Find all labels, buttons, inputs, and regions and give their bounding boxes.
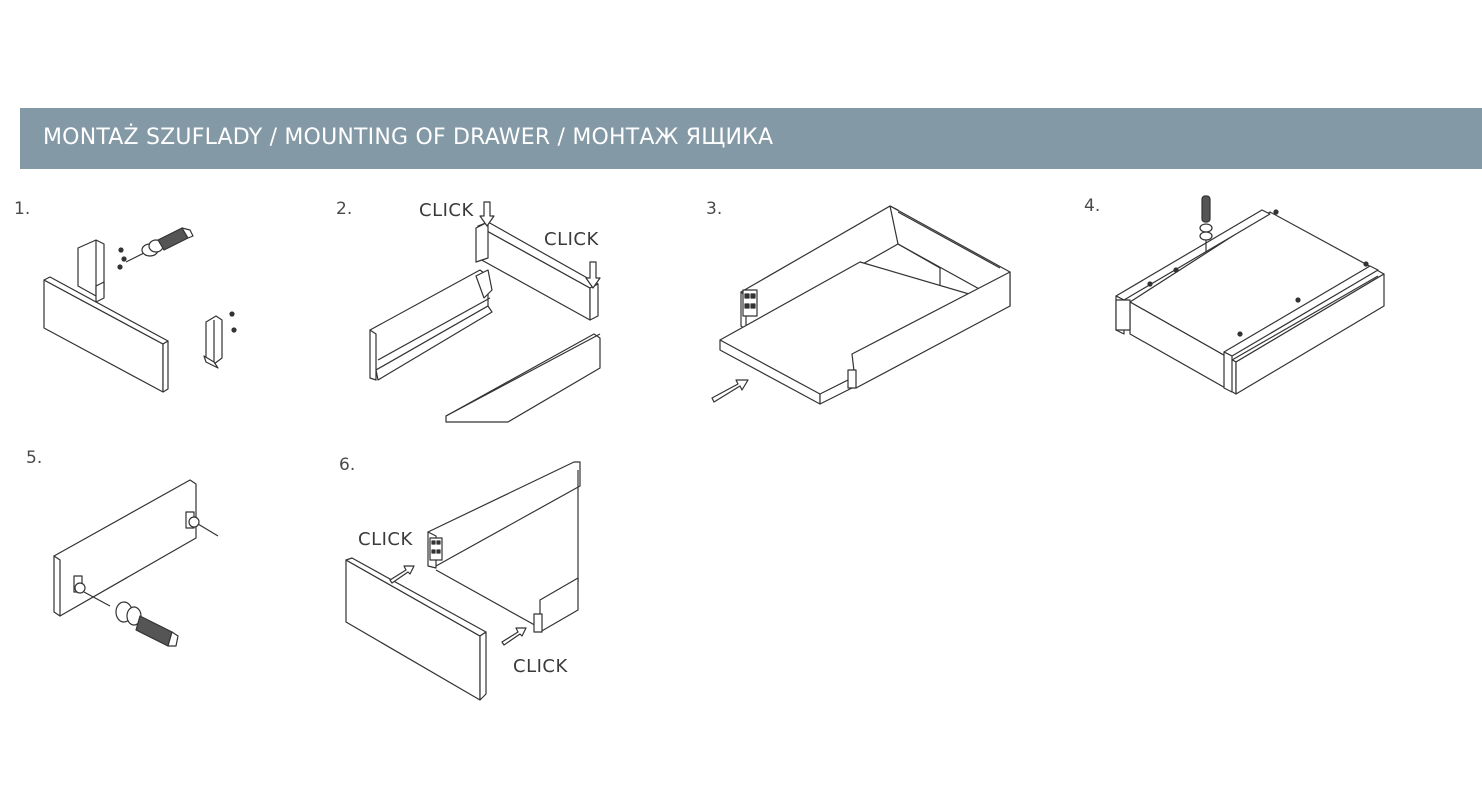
step-2-illustration	[370, 202, 600, 422]
drawer-right-side	[848, 272, 1010, 388]
step-5-number: 5.	[26, 448, 43, 468]
left-rail	[1116, 210, 1270, 334]
step-1-number: 1.	[14, 199, 31, 219]
screw-dots	[1148, 210, 1368, 336]
page-title: MONTAŻ SZUFLADY / MOUNTING OF DRAWER / М…	[43, 125, 774, 150]
front-panel	[346, 558, 486, 700]
click-arrows	[390, 566, 526, 645]
screwdriver-icon	[126, 228, 193, 262]
screwdriver-icon	[116, 602, 178, 646]
drawer-side	[428, 462, 580, 568]
step-4-number: 4.	[1084, 196, 1101, 216]
step-2-click-label-left: CLICK	[419, 200, 474, 221]
title-banner: MONTAŻ SZUFLADY / MOUNTING OF DRAWER / М…	[20, 108, 1482, 169]
step-6-illustration	[346, 462, 580, 700]
drawer-back-edge	[436, 470, 578, 628]
click-arrows	[480, 202, 600, 288]
step-2-number: 2.	[336, 199, 353, 219]
drawer-body	[1130, 212, 1384, 394]
screwdriver-icon	[1200, 196, 1212, 252]
step-3-number: 3.	[706, 199, 723, 219]
screws	[118, 248, 236, 332]
front-panel	[44, 277, 168, 392]
drawer-side-rail	[370, 270, 492, 380]
bottom-panel	[446, 334, 600, 422]
drawer-left-side	[741, 206, 898, 330]
drawer-right-side	[534, 578, 578, 632]
step-4-illustration	[1116, 196, 1384, 394]
step-6-number: 6.	[339, 455, 356, 475]
left-bracket	[78, 240, 104, 302]
side-panel-right	[476, 222, 598, 320]
hook-fittings	[74, 512, 218, 606]
step-6-click-label-bottom: CLICK	[513, 656, 568, 677]
step-5-illustration	[54, 480, 218, 646]
step-6-click-label-top: CLICK	[358, 529, 413, 550]
step-2-click-label-right: CLICK	[544, 229, 599, 250]
step-3-illustration	[712, 206, 1010, 404]
step-1-illustration	[44, 228, 236, 392]
insert-arrow	[712, 380, 748, 402]
drawer-bottom-panel	[720, 262, 1010, 404]
right-rail	[1224, 266, 1378, 392]
front-panel	[54, 480, 196, 616]
right-bracket	[204, 316, 222, 368]
